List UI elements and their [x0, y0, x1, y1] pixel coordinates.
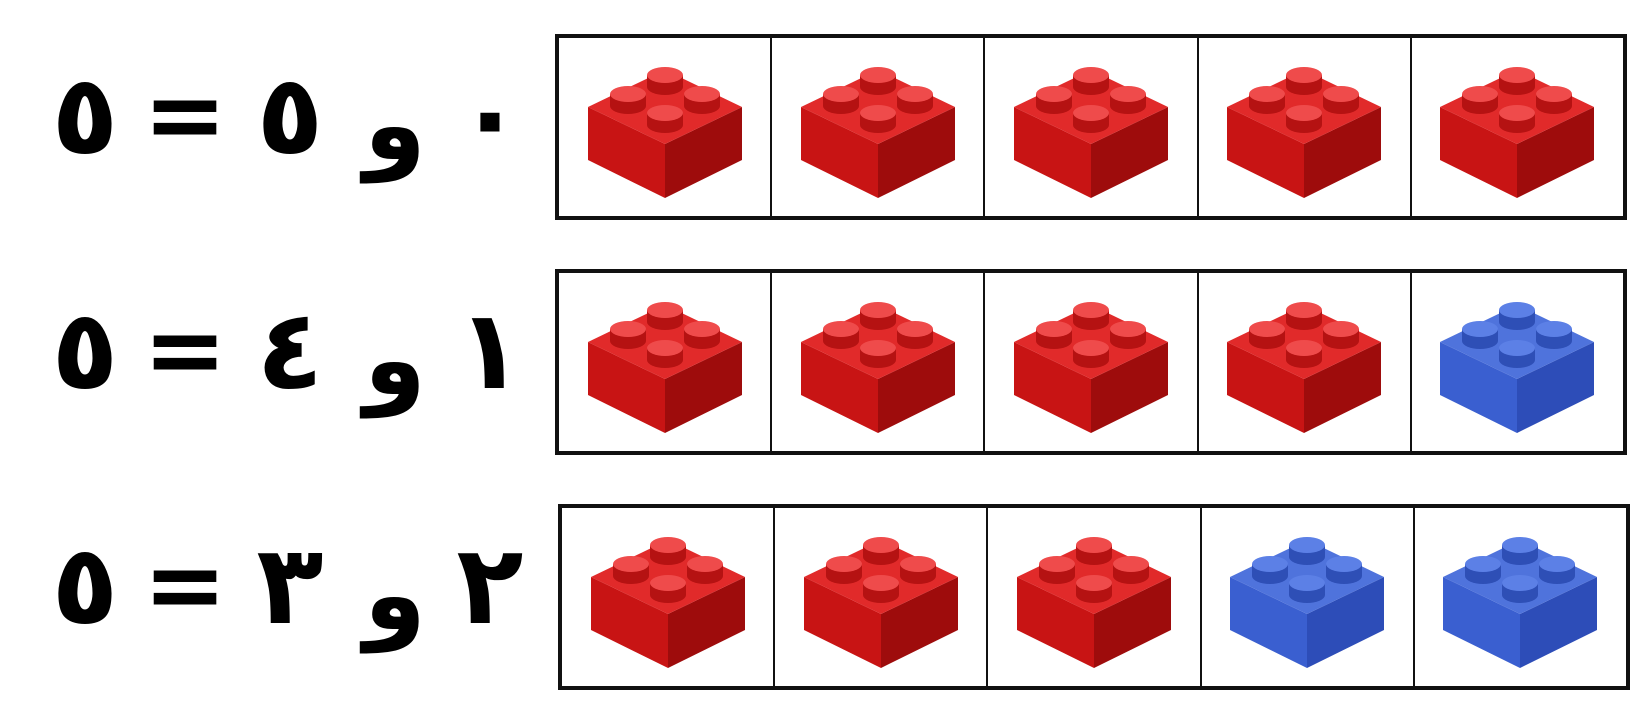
five-frame — [558, 504, 1630, 690]
sum-total: ٥ — [51, 286, 119, 414]
frame-cell — [1415, 508, 1626, 686]
red-brick-icon — [587, 302, 742, 433]
frame-cell — [1199, 273, 1412, 451]
addend-a: ٢ — [456, 521, 524, 649]
equation: ٥ = ٣ و ٢ — [20, 500, 540, 690]
red-brick-icon — [587, 67, 742, 198]
equation: ٥ = ٥ و ٠ — [20, 30, 540, 220]
addend-b: ٣ — [256, 521, 324, 649]
frame-cell — [559, 273, 773, 451]
equation-row-2: ٥ = ٣ و ٢ — [0, 500, 1640, 690]
frame-cell — [985, 273, 1199, 451]
red-brick-icon — [1014, 302, 1168, 433]
and-word: و — [363, 301, 427, 418]
addend-a: ١ — [456, 286, 524, 414]
frame-cell — [775, 508, 989, 686]
frame-cell — [1202, 508, 1415, 686]
equals-sign: = — [143, 291, 227, 408]
and-word: و — [363, 536, 427, 653]
frame-cell — [985, 38, 1199, 216]
equals-sign: = — [143, 56, 227, 173]
equation: ٥ = ٤ و ١ — [20, 265, 540, 455]
frame-cell — [559, 38, 773, 216]
five-frame — [555, 34, 1627, 220]
frame-cell — [1199, 38, 1412, 216]
frame-cell — [772, 38, 986, 216]
equals-sign: = — [143, 526, 227, 643]
red-brick-icon — [1440, 67, 1595, 198]
red-brick-icon — [1017, 537, 1171, 668]
addend-a: ٠ — [456, 51, 524, 179]
frame-cell — [1412, 38, 1623, 216]
equation-row-0: ٥ = ٥ و ٠ — [0, 30, 1640, 220]
addend-b: ٤ — [256, 286, 324, 414]
red-brick-icon — [1014, 67, 1168, 198]
equation-row-1: ٥ = ٤ و ١ — [0, 265, 1640, 455]
blue-brick-icon — [1443, 537, 1598, 668]
sum-total: ٥ — [51, 51, 119, 179]
blue-brick-icon — [1230, 537, 1385, 668]
addend-b: ٥ — [256, 51, 324, 179]
frame-cell — [988, 508, 1202, 686]
red-brick-icon — [803, 537, 958, 668]
red-brick-icon — [800, 302, 955, 433]
frame-cell — [1412, 273, 1623, 451]
and-word: و — [363, 66, 427, 183]
five-frame — [555, 269, 1627, 455]
blue-brick-icon — [1440, 302, 1595, 433]
red-brick-icon — [1227, 302, 1382, 433]
sum-total: ٥ — [51, 521, 119, 649]
red-brick-icon — [800, 67, 955, 198]
frame-cell — [562, 508, 776, 686]
frame-cell — [772, 273, 986, 451]
red-brick-icon — [590, 537, 745, 668]
red-brick-icon — [1227, 67, 1382, 198]
